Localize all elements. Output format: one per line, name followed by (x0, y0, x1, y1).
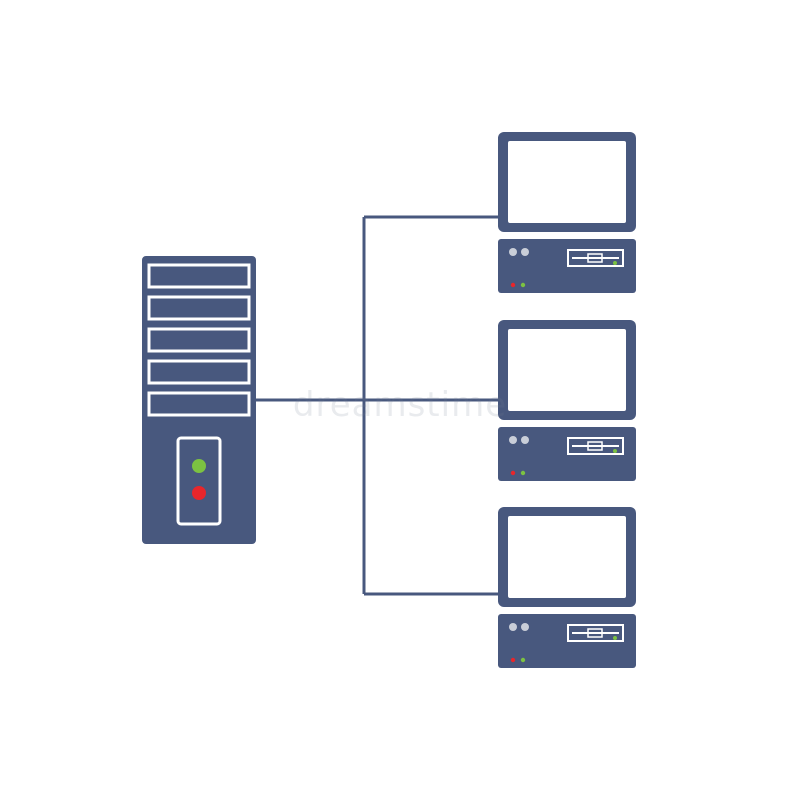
optical-drive (567, 437, 624, 455)
drive-led (613, 261, 617, 265)
drive-bay (147, 327, 251, 353)
drive-led (613, 636, 617, 640)
server-body (142, 256, 256, 544)
server-tower-icon (142, 256, 256, 544)
case-button (509, 436, 517, 444)
case-button (521, 248, 529, 256)
desktop-computer-icon (498, 507, 636, 668)
monitor-screen (508, 141, 626, 223)
drive-bay (147, 295, 251, 321)
drive-button (587, 253, 603, 263)
monitor-screen (508, 516, 626, 598)
case-led-green (520, 657, 526, 663)
drive-bay (147, 359, 251, 385)
case-led-green (520, 282, 526, 288)
case-led-red (510, 657, 516, 663)
monitor-screen (508, 329, 626, 411)
power-led-green (192, 459, 206, 473)
drive-bay (147, 391, 251, 417)
desktop-computer-icon (498, 320, 636, 481)
power-led-red (192, 486, 206, 500)
case-button (521, 436, 529, 444)
network-connectors (256, 215, 500, 596)
desktop-computer-icon (498, 132, 636, 293)
case-button (509, 248, 517, 256)
case-button (509, 623, 517, 631)
optical-drive (567, 249, 624, 267)
optical-drive (567, 624, 624, 642)
workstation-group (498, 132, 636, 668)
drive-button (587, 628, 603, 638)
server-panel (176, 436, 222, 526)
drive-bay (147, 263, 251, 289)
case-led-green (520, 470, 526, 476)
case-led-red (510, 282, 516, 288)
drive-button (587, 441, 603, 451)
drive-led (613, 449, 617, 453)
case-button (521, 623, 529, 631)
case-led-red (510, 470, 516, 476)
